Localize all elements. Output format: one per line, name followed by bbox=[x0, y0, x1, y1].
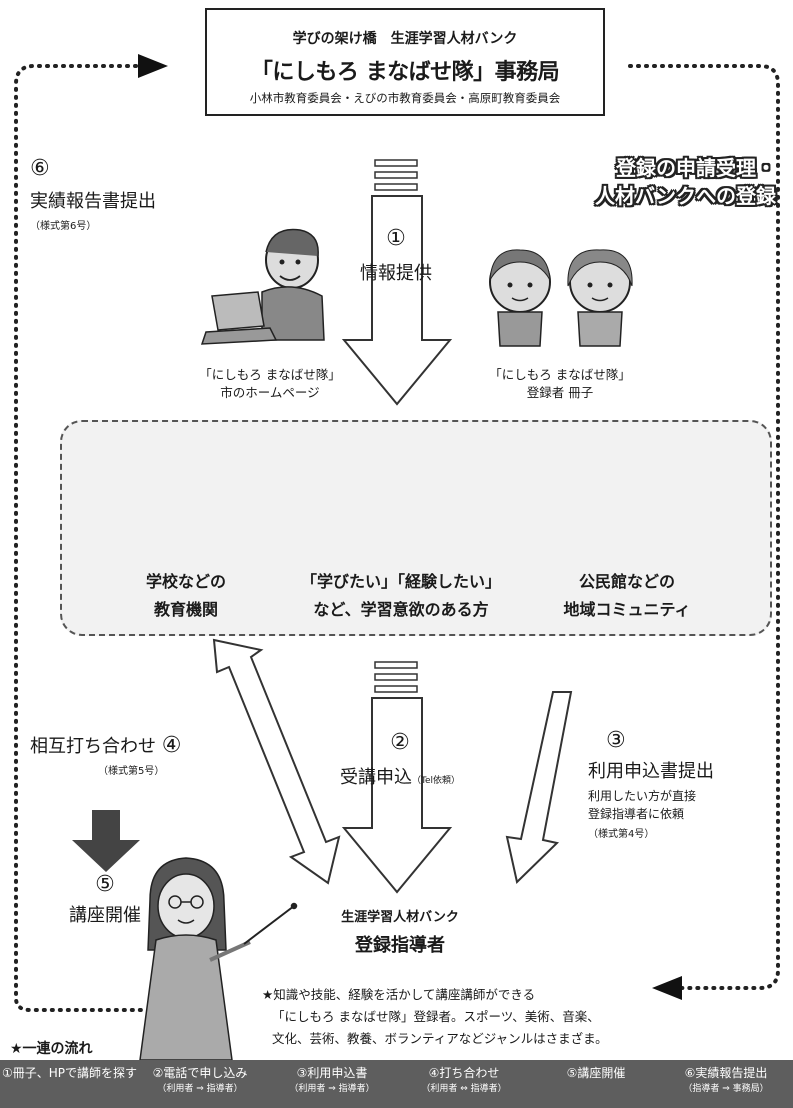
step6-form: （様式第6号） bbox=[30, 221, 97, 232]
document-stack-icon-bottom bbox=[374, 661, 418, 693]
instructor-illustration bbox=[139, 857, 298, 1061]
mutual-arrow-double bbox=[212, 638, 341, 885]
flow-step-6-label: ⑥実績報告提出 bbox=[684, 1066, 768, 1080]
group-learners-line1: 「学びたい」「経験したい」 bbox=[300, 572, 501, 591]
flow-step-2-label: ②電話で申し込み bbox=[152, 1066, 248, 1080]
flow-step-2-sub: （利用者 ⇒ 指導者） bbox=[157, 1084, 243, 1094]
group-schools: 学校などの 教育機関 bbox=[96, 568, 276, 624]
source-booklet-line1: 「にしもろ まなばせ隊」 bbox=[489, 367, 631, 382]
source-booklet-line2: 登録者 冊子 bbox=[526, 385, 594, 400]
office-members: 小林市教育委員会・えびの市教育委員会・高原町教育委員会 bbox=[249, 91, 561, 105]
group-community: 公民館などの 地域コミュニティ bbox=[532, 568, 722, 624]
flow-step-1: ①冊子、HPで講師を探す bbox=[2, 1064, 138, 1082]
office-title: 「にしもろ まなばせ隊」事務局 bbox=[250, 60, 560, 85]
flow-step-6: ⑥実績報告提出 （指導者 ⇒ 事務局） bbox=[660, 1064, 792, 1096]
step1-label: 情報提供 bbox=[360, 263, 432, 284]
flow-step-3: ③利用申込書 （利用者 ⇒ 指導者） bbox=[266, 1064, 398, 1096]
step5-lecture: ⑤ 講座開催 bbox=[50, 872, 160, 927]
application-arrow-diagonal bbox=[505, 691, 573, 884]
step4-number: ④ bbox=[161, 733, 182, 758]
group-community-line2: 地域コミュニティ bbox=[563, 600, 691, 619]
group-learners-line2: など、学習意欲のある方 bbox=[313, 600, 489, 619]
instructor-label: 生涯学習人材バンク 登録指導者 bbox=[300, 906, 500, 957]
note-line2: 「にしもろ まなばせ隊」登録者。スポーツ、美術、音楽、 bbox=[272, 1009, 600, 1024]
step3-number: ③ bbox=[606, 728, 626, 753]
flow-step-5-label: ⑤講座開催 bbox=[566, 1066, 626, 1080]
flow-step-1-label: ①冊子、HPで講師を探す bbox=[2, 1066, 138, 1080]
flow-steps-bar: ①冊子、HPで講師を探す ②電話で申し込み （利用者 ⇒ 指導者） ③利用申込書… bbox=[0, 1060, 793, 1108]
flow-step-4: ④打ち合わせ （利用者 ⇔ 指導者） bbox=[398, 1064, 530, 1096]
step2-apply: ② 受講申込（Tel依頼） bbox=[310, 730, 490, 789]
document-stack-icon-top bbox=[374, 159, 418, 191]
apply-arrow-down bbox=[341, 697, 453, 894]
step4-label: 相互打ち合わせ bbox=[30, 736, 156, 757]
info-arrow-down bbox=[341, 195, 453, 406]
step1-info: ① 情報提供 bbox=[346, 226, 446, 285]
step6-report: ⑥ 実績報告書提出 （様式第6号） bbox=[30, 156, 170, 232]
flow-step-4-label: ④打ち合わせ bbox=[428, 1066, 500, 1080]
source-booklet: 「にしもろ まなばせ隊」 登録者 冊子 bbox=[470, 366, 650, 402]
step3-desc1: 利用したい方が直接 bbox=[588, 789, 697, 803]
group-schools-line1: 学校などの bbox=[145, 572, 226, 591]
office-header-box: 学びの架け橋 生涯学習人材バンク 「にしもろ まなばせ隊」事務局 小林市教育委員… bbox=[205, 8, 605, 116]
group-community-line1: 公民館などの bbox=[578, 572, 675, 591]
man-with-laptop-illustration bbox=[200, 228, 325, 345]
flow-step-5: ⑤講座開催 bbox=[530, 1064, 662, 1082]
step5-number: ⑤ bbox=[95, 872, 115, 897]
step3-desc2: 登録指導者に依頼 bbox=[588, 807, 685, 821]
step1-number: ① bbox=[386, 226, 406, 251]
dotted-loop-right bbox=[628, 64, 780, 990]
source-website: 「にしもろ まなばせ隊」 市のホームページ bbox=[180, 366, 360, 402]
step3-application: ③ 利用申込書提出 利用したい方が直接 登録指導者に依頼 （様式第4号） bbox=[588, 728, 788, 840]
flow-step-4-sub: （利用者 ⇔ 指導者） bbox=[421, 1084, 507, 1094]
step3-label: 利用申込書提出 bbox=[588, 761, 714, 782]
group-schools-line2: 教育機関 bbox=[153, 600, 218, 619]
step2-number: ② bbox=[390, 730, 410, 755]
office-subtitle: 学びの架け橋 生涯学習人材バンク bbox=[292, 31, 518, 47]
note-line3: 文化、芸術、教養、ボランティアなどジャンルはさまざま。 bbox=[272, 1031, 608, 1046]
meeting-to-lecture-arrow bbox=[72, 810, 140, 872]
step5-label: 講座開催 bbox=[69, 905, 141, 926]
group-learners: 「学びたい」「経験したい」 など、学習意欲のある方 bbox=[296, 568, 506, 624]
step6-number: ⑥ bbox=[30, 156, 50, 181]
arrowhead-to-office bbox=[138, 54, 168, 78]
source-website-line2: 市のホームページ bbox=[220, 385, 320, 400]
flow-step-3-sub: （利用者 ⇒ 指導者） bbox=[289, 1084, 375, 1094]
step2-label: 受講申込 bbox=[339, 767, 412, 788]
step2-note: （Tel依頼） bbox=[411, 776, 460, 786]
arrowhead-to-instructor bbox=[652, 976, 682, 1000]
instructor-note: ★知識や技能、経験を活かして講座講師ができる 「にしもろ まなばせ隊」登録者。ス… bbox=[262, 984, 692, 1050]
step4-form: （様式第5号） bbox=[98, 766, 165, 777]
badge-line1: 登録の申請受理・ bbox=[616, 156, 776, 180]
instructor-line2: 登録指導者 bbox=[355, 935, 445, 956]
badge-line2: 人材バンクへの登録 bbox=[595, 184, 776, 208]
note-line1: ★知識や技能、経験を活かして講座講師ができる bbox=[262, 987, 536, 1002]
flow-title: ★一連の流れ bbox=[10, 1041, 93, 1057]
children-reading-illustration bbox=[489, 249, 633, 347]
instructor-line1: 生涯学習人材バンク bbox=[341, 910, 459, 925]
target-groups-box bbox=[60, 420, 772, 636]
flow-step-3-label: ③利用申込書 bbox=[296, 1066, 368, 1080]
step3-form: （様式第4号） bbox=[588, 829, 655, 840]
flow-step-2: ②電話で申し込み （利用者 ⇒ 指導者） bbox=[134, 1064, 266, 1096]
step6-label: 実績報告書提出 bbox=[30, 191, 156, 212]
step4-meeting: 相互打ち合わせ ④ （様式第5号） bbox=[30, 732, 230, 777]
source-website-line1: 「にしもろ まなばせ隊」 bbox=[199, 367, 341, 382]
registration-badge: 登録の申請受理・ 人材バンクへの登録 bbox=[560, 154, 776, 210]
flow-step-6-sub: （指導者 ⇒ 事務局） bbox=[683, 1084, 769, 1094]
